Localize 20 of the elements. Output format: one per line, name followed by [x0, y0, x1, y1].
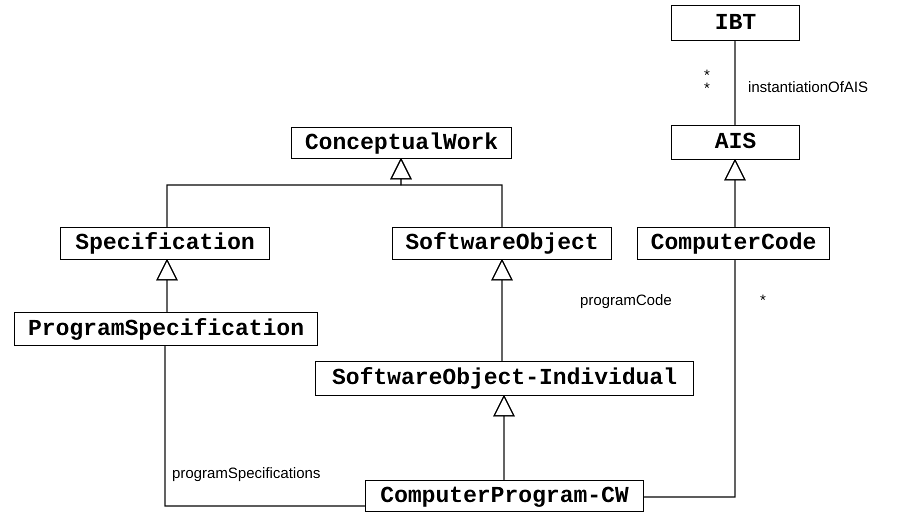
class-box: ComputerCode	[637, 227, 830, 260]
generalization-arrow	[491, 259, 513, 361]
class-box: ComputerProgram-CW	[365, 480, 644, 512]
class-box: ConceptualWork	[291, 127, 512, 159]
edge-label: programSpecifications	[172, 466, 320, 481]
generalization-arrow	[493, 395, 515, 480]
edge-label: instantiationOfAIS	[748, 80, 868, 95]
class-box: IBT	[671, 5, 800, 41]
class-box: AIS	[671, 125, 800, 160]
association-line	[644, 260, 736, 498]
class-box: SoftwareObject-Individual	[315, 361, 694, 396]
generalization-arrow	[724, 159, 746, 227]
edge-label: programCode	[580, 293, 672, 308]
class-box: SoftwareObject	[392, 227, 612, 260]
class-box: Specification	[60, 227, 270, 260]
generalization-arrow	[156, 259, 178, 312]
association-line	[734, 41, 736, 125]
class-box: ProgramSpecification	[14, 312, 318, 346]
generalization-arrow	[390, 158, 503, 227]
association-line	[164, 346, 365, 507]
